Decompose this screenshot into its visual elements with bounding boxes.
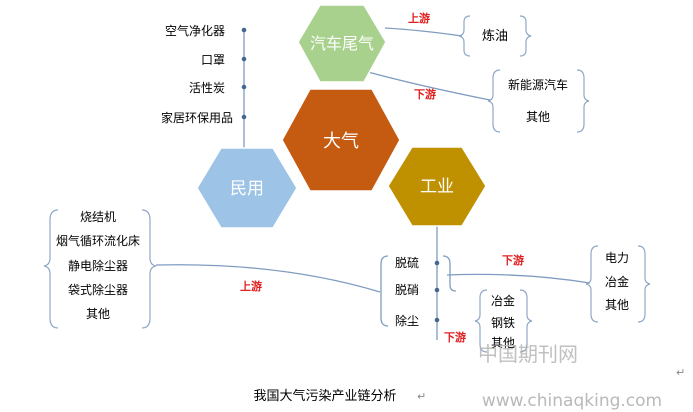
exhaust-upstream-link — [384, 27, 463, 37]
exhaust-downstream-item: 新能源汽车 — [508, 77, 568, 92]
bracket-exhaust-upstream-left — [458, 15, 471, 57]
industry-downstream1-item: 冶金 — [605, 274, 629, 289]
industry-downstream2-tag: 下游 — [444, 330, 466, 344]
process-bracket-right — [442, 255, 457, 292]
curly-brackets — [43, 15, 651, 353]
hexagon-atmosphere — [281, 88, 401, 192]
exhaust-downstream-tag: 下游 — [414, 87, 436, 101]
industry-downstream1-item: 其他 — [605, 298, 629, 312]
industry-downstream2-item: 其他 — [491, 336, 515, 350]
industry-process: 脱硫 — [395, 255, 419, 270]
paragraph-mark: ↵ — [417, 390, 426, 403]
bracket-ind2-right — [519, 289, 533, 353]
watermark-cn: 中国期刊网 — [478, 342, 578, 366]
bracket-exhaust-upstream-right — [519, 15, 532, 57]
diagram-caption: 我国大气污染产业链分析 — [253, 388, 396, 404]
civil-item: 空气净化器 — [165, 23, 225, 38]
exhaust-upstream-item: 炼油 — [482, 29, 508, 44]
industry-downstream1-item: 电力 — [605, 251, 629, 265]
paragraph-mark: ↵ — [676, 366, 685, 379]
exhaust-downstream-link — [367, 71, 491, 101]
left-bracket-item: 袋式除尘器 — [68, 282, 128, 297]
bracket-ind1-right — [637, 245, 651, 323]
bracket-left-right — [141, 209, 157, 329]
civil-item: 口罩 — [201, 53, 225, 67]
process-bracket — [380, 255, 389, 327]
left-bracket-item: 其他 — [86, 307, 110, 321]
exhaust-downstream-item: 其他 — [526, 110, 550, 124]
industry-downstream1-link — [446, 273, 591, 284]
civil-item: 家居环保用品 — [161, 110, 233, 125]
exhaust-upstream-tag: 上游 — [408, 11, 430, 25]
civil-item: 活性炭 — [189, 81, 225, 95]
bracket-exhaust-downstream-right — [576, 69, 590, 133]
bracket-exhaust-downstream-left — [487, 69, 501, 133]
left-bracket-link — [155, 264, 381, 293]
industry-downstream2-item: 冶金 — [491, 293, 515, 308]
bracket-ind2-left — [474, 289, 488, 353]
watermark-url: www.chinaqking.com — [482, 391, 662, 411]
hexagon-industry — [387, 146, 487, 227]
hexagon-civil-label: 民用 — [230, 179, 264, 199]
hexagon-industry-label: 工业 — [420, 177, 454, 197]
connector-dots — [241, 27, 440, 323]
left-bracket-item: 静电除尘器 — [68, 258, 128, 273]
left-bracket-item: 烧结机 — [80, 210, 116, 224]
industry-downstream1-tag: 下游 — [502, 253, 524, 267]
left-upstream-tag: 上游 — [240, 279, 262, 293]
hexagons — [196, 4, 487, 229]
industry-downstream2-item: 钢铁 — [491, 316, 515, 330]
industry-process: 脱硝 — [395, 282, 419, 297]
hexagon-exhaust-label: 汽车尾气 — [310, 34, 374, 53]
industry-process: 除尘 — [395, 313, 419, 328]
hexagon-civil — [196, 147, 298, 229]
hexagon-exhaust — [297, 4, 387, 83]
connectors — [155, 27, 591, 340]
left-bracket-item: 烟气循环流化床 — [56, 233, 140, 248]
bracket-ind1-left — [585, 245, 599, 323]
bracket-left-left — [43, 209, 59, 329]
hexagon-atmosphere-label: 大气 — [323, 131, 359, 152]
